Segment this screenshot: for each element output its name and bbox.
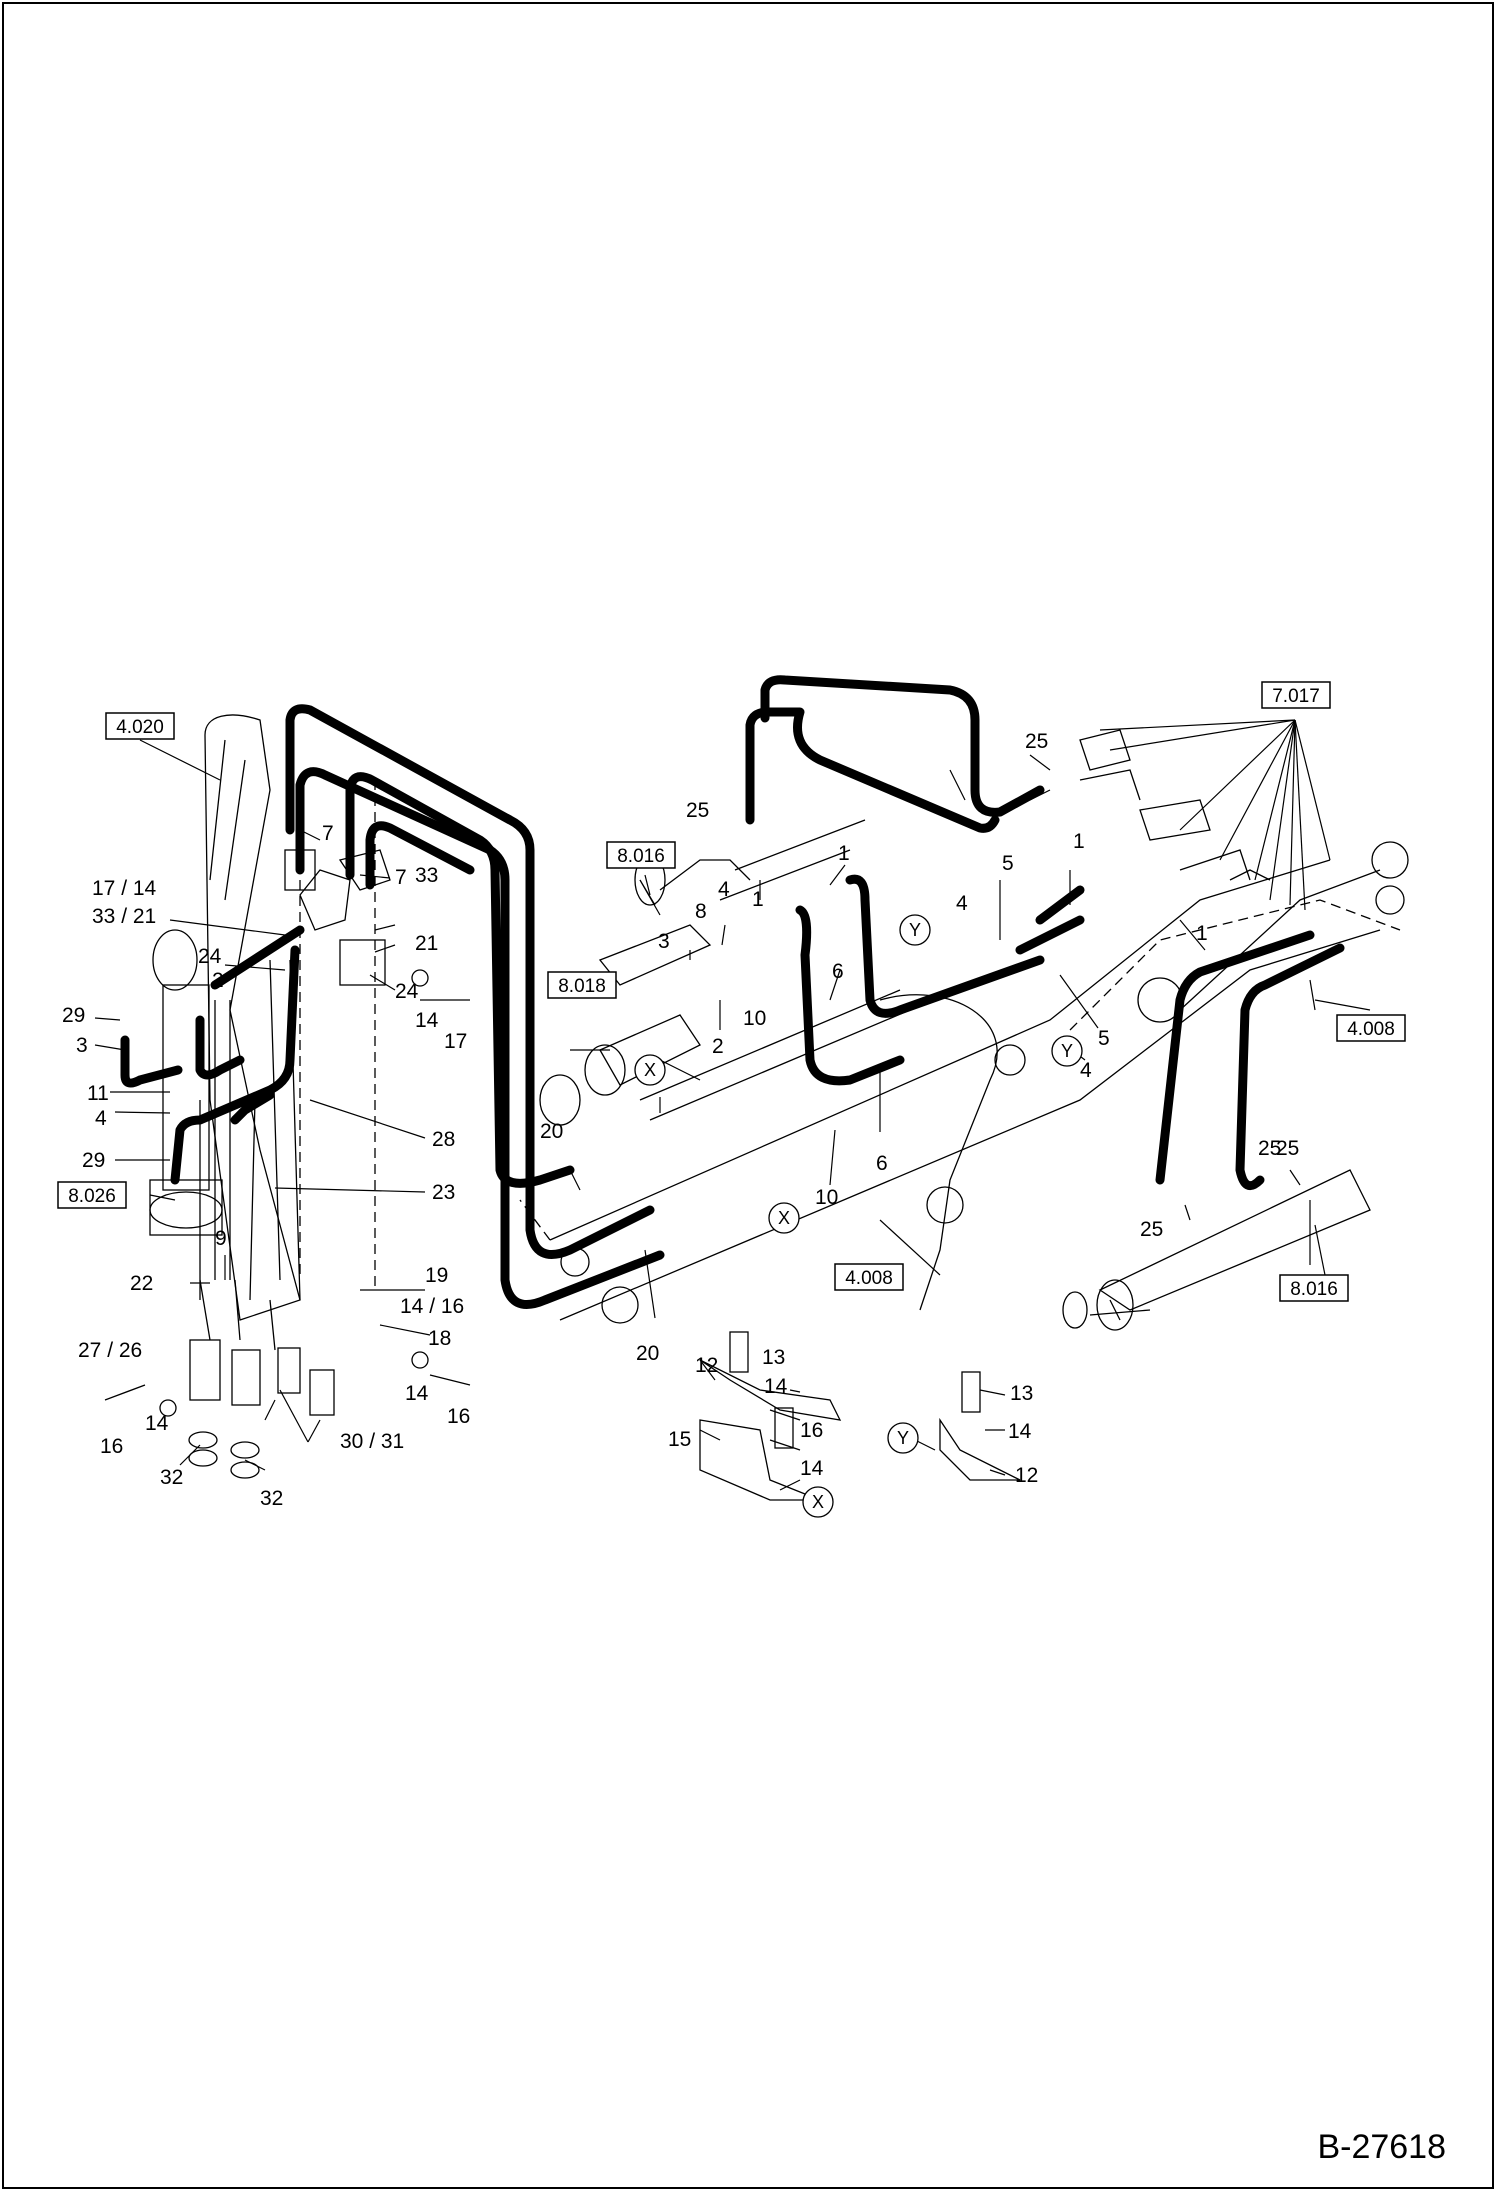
component-outlines [104, 714, 1409, 1501]
svg-text:8.016: 8.016 [617, 846, 665, 867]
part-label: 5 [1002, 852, 1014, 875]
part-label: 16 [447, 1405, 470, 1428]
part-label: 25 [1025, 730, 1048, 753]
part-label: 14 [405, 1382, 429, 1405]
part-label: 7 [322, 822, 334, 845]
part-label: 29 [82, 1149, 105, 1172]
part-label: 25 [1258, 1137, 1281, 1160]
detail-marker-x-1: X [634, 1054, 666, 1086]
part-label: 25 [686, 799, 709, 822]
part-label: 12 [695, 1354, 718, 1377]
reference-box-7-017: 7.017 [1261, 681, 1331, 709]
hydraulic-hoses [120, 675, 1345, 1309]
part-label: 25 [1140, 1218, 1163, 1241]
part-label: 32 [260, 1487, 283, 1510]
reference-box-4-008-center: 4.008 [834, 1263, 904, 1291]
part-label: 1 [838, 842, 850, 865]
detail-marker-y-2: Y [1051, 1035, 1083, 1067]
reference-box-4-008-right: 4.008 [1336, 1014, 1406, 1042]
svg-text:8.016: 8.016 [1290, 1279, 1338, 1300]
detail-marker-x-2: X [768, 1202, 800, 1234]
reference-box-8-016-right: 8.016 [1279, 1274, 1349, 1302]
part-label: 5 [1098, 1027, 1110, 1050]
svg-text:8.026: 8.026 [68, 1186, 116, 1207]
part-label: 4 [718, 878, 730, 901]
part-label: 18 [428, 1327, 451, 1350]
svg-text:X: X [812, 1492, 824, 1512]
reference-box-8-016: 8.016 [606, 841, 676, 869]
svg-text:4.020: 4.020 [116, 717, 164, 738]
svg-text:X: X [778, 1208, 790, 1228]
part-label: 32 [160, 1466, 183, 1489]
reference-box-8-026: 8.026 [57, 1181, 127, 1209]
part-label: 4 [1080, 1059, 1092, 1082]
part-label: 8 [695, 900, 707, 923]
svg-text:4.008: 4.008 [1347, 1019, 1395, 1040]
svg-text:7.017: 7.017 [1272, 686, 1320, 707]
part-label: 23 [432, 1181, 455, 1204]
part-label: 22 [130, 1272, 153, 1295]
part-label: 2 [712, 1035, 724, 1058]
part-label: 21 [415, 932, 438, 955]
reference-box-4-020: 4.020 [105, 712, 175, 740]
part-label: 3 [658, 930, 670, 953]
part-label: 1 [752, 888, 764, 911]
part-label: 10 [743, 1007, 766, 1030]
part-label: 4 [956, 892, 968, 915]
part-label: 29 [62, 1004, 85, 1027]
part-label: 25 [1276, 1137, 1299, 1160]
part-label: 16 [100, 1435, 123, 1458]
part-label: 10 [815, 1186, 838, 1209]
part-label: 14 [145, 1412, 169, 1435]
part-label: 27 / 26 [78, 1339, 142, 1362]
part-label: 30 / 31 [340, 1430, 404, 1453]
svg-text:8.018: 8.018 [558, 976, 606, 997]
part-label: 6 [876, 1152, 888, 1175]
part-label: 14 [1008, 1420, 1032, 1443]
part-label: 28 [432, 1128, 455, 1151]
part-label: 15 [668, 1428, 691, 1451]
part-label: 4 [95, 1107, 107, 1130]
part-label: 20 [540, 1120, 563, 1143]
detail-marker-y-3: Y [887, 1422, 919, 1454]
detail-marker-x-3: X [802, 1486, 834, 1518]
part-labels: 7 7 17 / 14 33 / 21 33 21 24 2 24 29 3 1… [62, 730, 1299, 1510]
svg-text:Y: Y [909, 920, 921, 940]
part-label: 13 [1010, 1382, 1033, 1405]
part-label: 7 [395, 866, 407, 889]
leader-lines [94, 719, 1371, 1491]
part-label: 14 [764, 1375, 788, 1398]
part-label: 14 / 16 [400, 1295, 464, 1318]
part-label: 1 [1196, 922, 1208, 945]
part-label: 9 [215, 1227, 227, 1250]
svg-text:Y: Y [897, 1428, 909, 1448]
svg-text:4.008: 4.008 [845, 1268, 893, 1289]
part-label: 24 [198, 945, 222, 968]
detail-marker-y-1: Y [899, 914, 931, 946]
part-label: 17 [444, 1030, 467, 1053]
svg-text:Y: Y [1061, 1041, 1073, 1061]
part-label: 20 [636, 1342, 659, 1365]
part-label: 3 [76, 1034, 88, 1057]
part-label: 14 [800, 1457, 824, 1480]
part-label: 6 [832, 960, 844, 983]
part-label: 2 [212, 969, 224, 992]
part-label: 12 [1015, 1464, 1038, 1487]
drawing-number: B-27618 [1317, 2128, 1446, 2166]
svg-text:X: X [644, 1060, 656, 1080]
part-label: 17 / 14 [92, 877, 157, 900]
reference-box-8-018: 8.018 [547, 971, 617, 999]
part-label: 16 [800, 1419, 823, 1442]
part-label: 1 [1073, 830, 1085, 853]
part-label: 19 [425, 1264, 448, 1287]
part-label: 24 [395, 980, 419, 1003]
part-label: 33 [415, 864, 438, 887]
part-label: 13 [762, 1346, 785, 1369]
part-label: 11 [87, 1082, 109, 1105]
part-label: 33 / 21 [92, 905, 156, 928]
part-label: 14 [415, 1009, 439, 1032]
